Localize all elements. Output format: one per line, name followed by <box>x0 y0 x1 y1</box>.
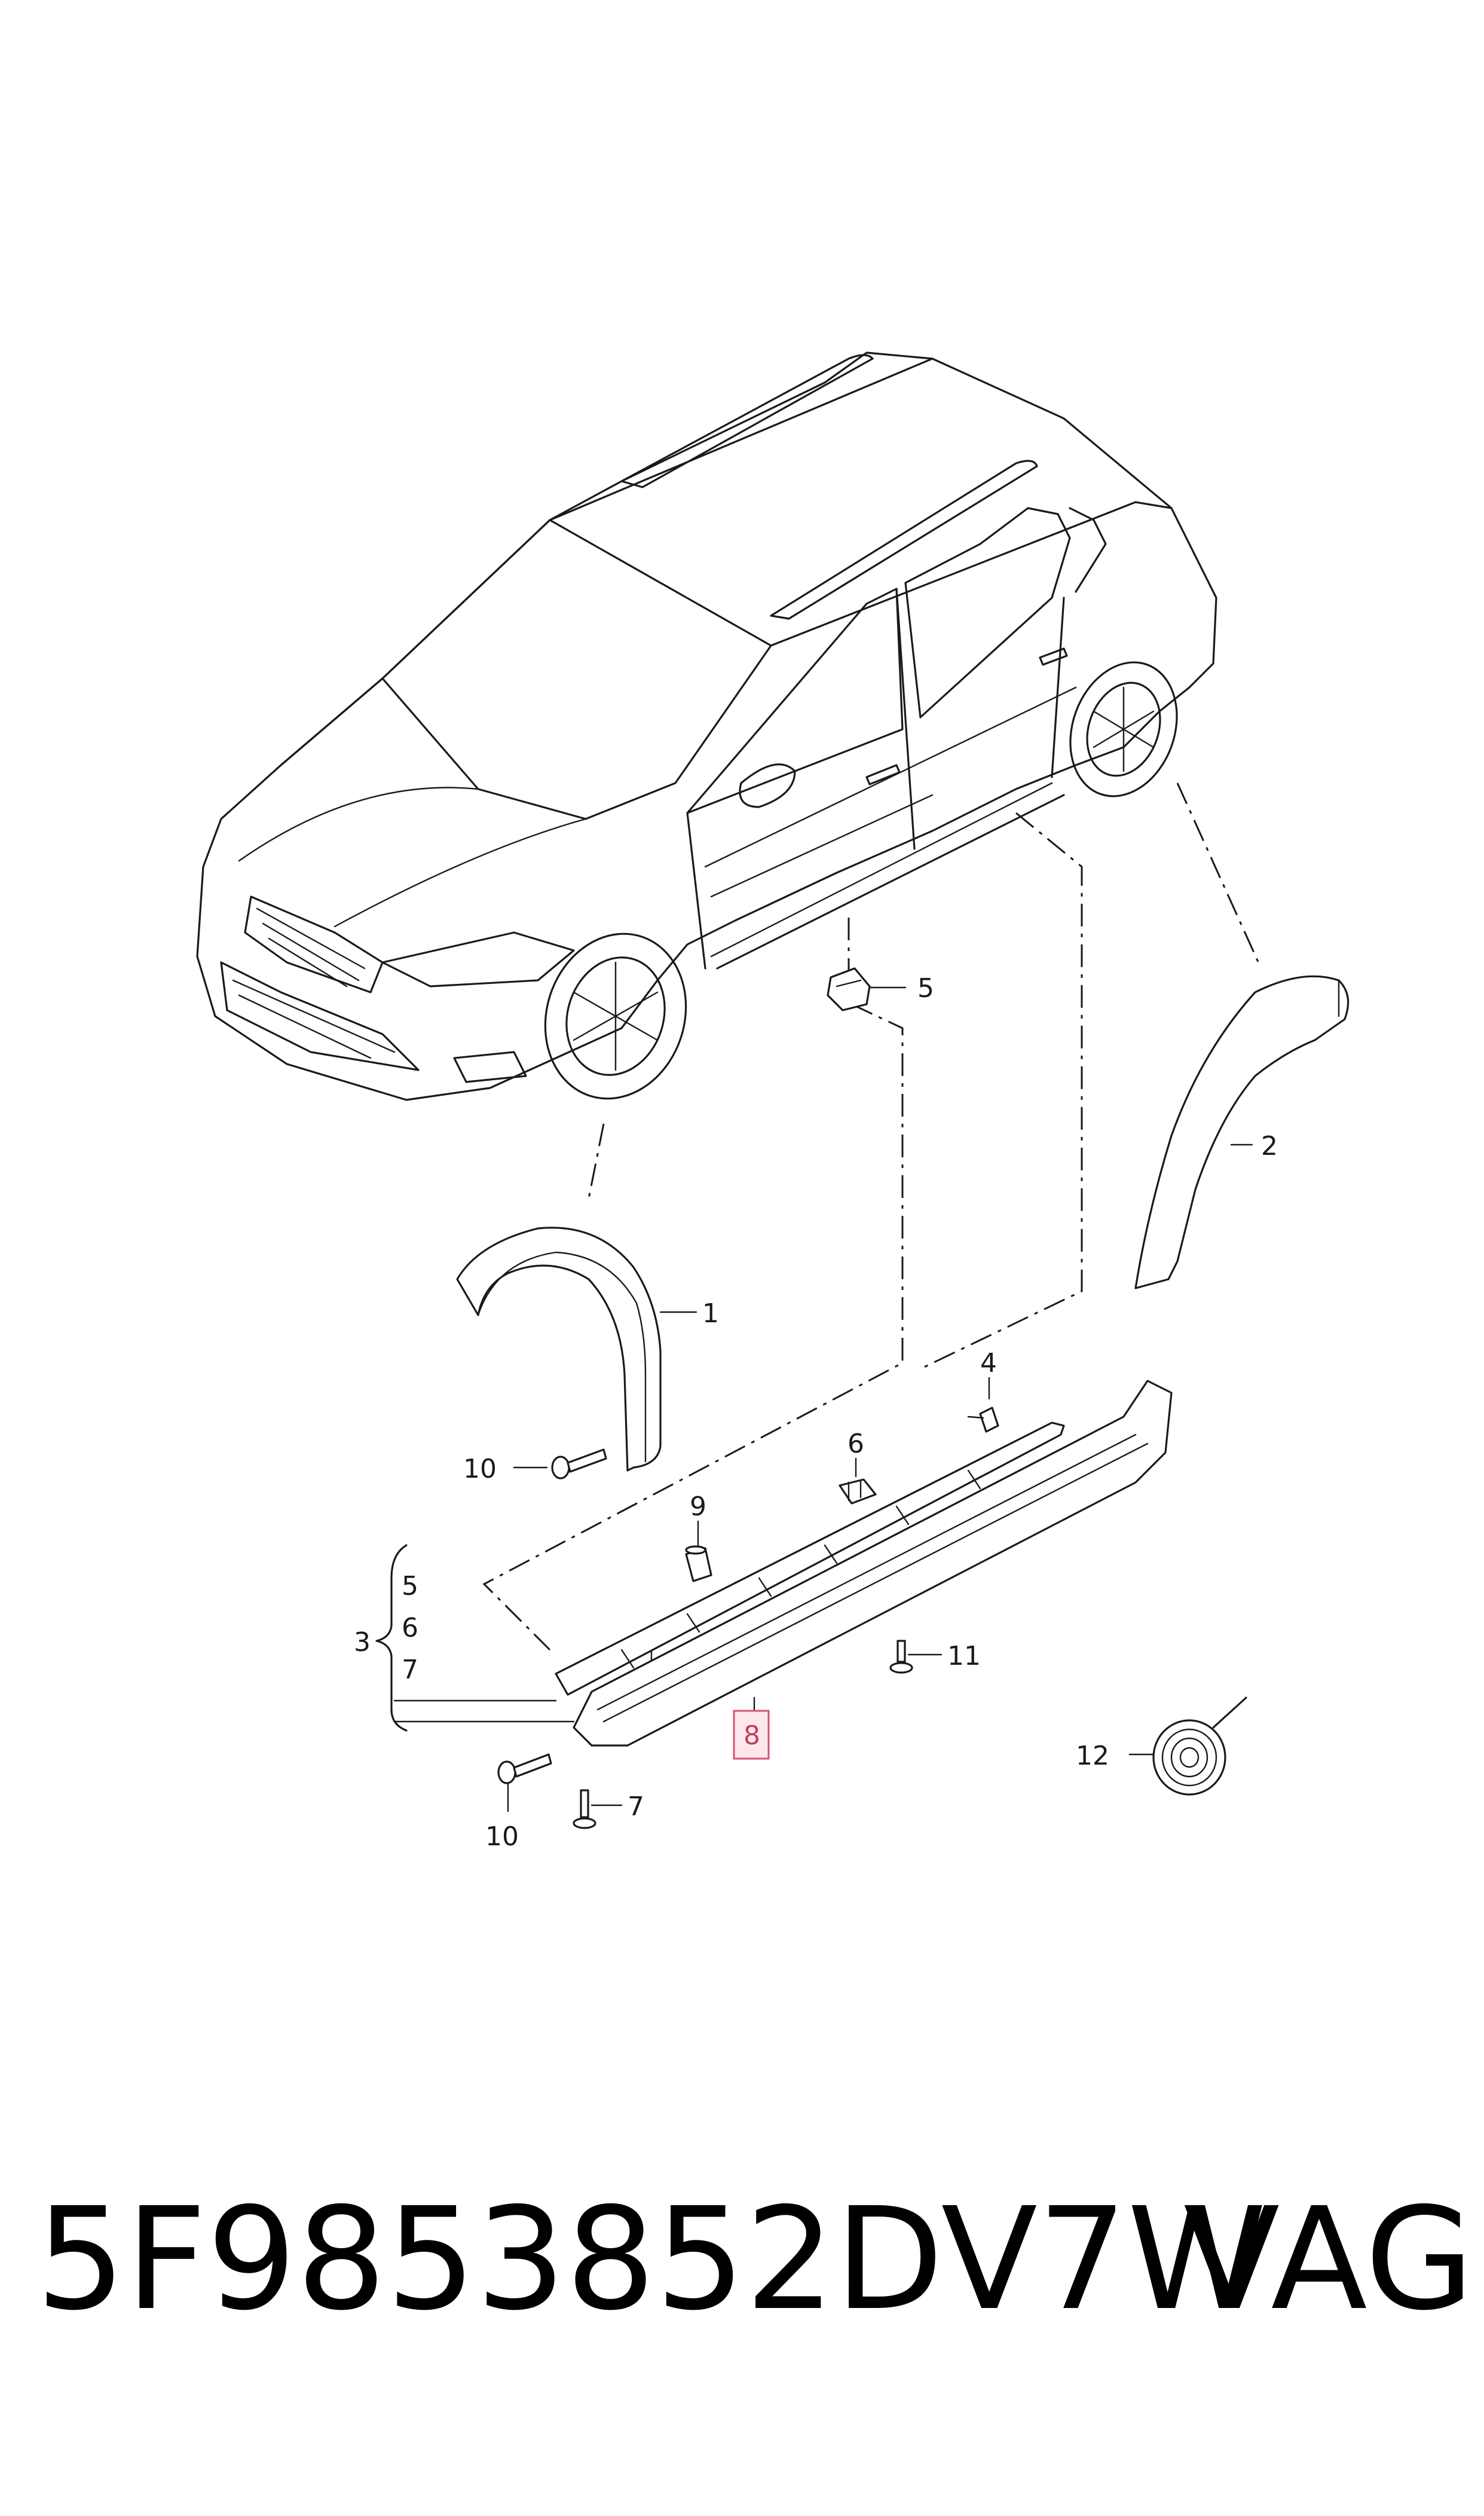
callout-labels: 5 2 1 4 6 9 10 5 6 7 3 11 12 7 10 8 <box>354 973 1278 1852</box>
callout-9: 9 <box>690 1491 706 1522</box>
clip-6 <box>839 1478 877 1505</box>
callout-12: 12 <box>1076 1741 1109 1771</box>
nut-9 <box>685 1545 712 1582</box>
callout-10-bottom: 10 <box>485 1821 519 1852</box>
car-illustration <box>196 351 1217 1101</box>
side-skirt-panel <box>573 1380 1173 1747</box>
screw-4 <box>967 1407 999 1433</box>
callout-leaders <box>375 986 1253 1812</box>
callout-2: 2 <box>1261 1131 1278 1161</box>
clip-5 <box>827 967 871 1011</box>
callout-6-top: 6 <box>847 1429 864 1459</box>
adhesive-tape-roll-12 <box>1152 1696 1247 1796</box>
callout-3: 3 <box>354 1627 371 1658</box>
callout-7-bottom: 7 <box>628 1792 644 1822</box>
side-skirt-carrier-bracket <box>555 1421 1065 1696</box>
part-number: 5F9853852DV7W <box>36 2177 1267 2341</box>
callout-7-left: 7 <box>402 1655 418 1685</box>
callout-1: 1 <box>702 1298 719 1329</box>
front-wheel-arch-trim <box>456 1227 662 1472</box>
screw-10-top <box>551 1448 607 1479</box>
screw-7 <box>573 1789 596 1829</box>
callout-11: 11 <box>947 1641 981 1671</box>
callout-4: 4 <box>980 1348 997 1378</box>
callout-8: 8 <box>743 1720 760 1751</box>
callout-6-left: 6 <box>402 1613 418 1643</box>
rear-wheel-arch-trim <box>1134 975 1350 1289</box>
brand-label: VAG <box>1183 2177 1474 2341</box>
screw-11 <box>889 1640 913 1674</box>
leader-lines <box>482 782 1262 1672</box>
callout-8-highlight-box <box>733 1710 770 1760</box>
screw-10-bottom <box>497 1753 552 1784</box>
footer-caption: 5F9853852DV7W VAG <box>36 2177 1474 2341</box>
callout-5-top: 5 <box>917 973 934 1004</box>
callout-10-top: 10 <box>463 1454 497 1484</box>
callout-5-left: 5 <box>402 1571 418 1601</box>
